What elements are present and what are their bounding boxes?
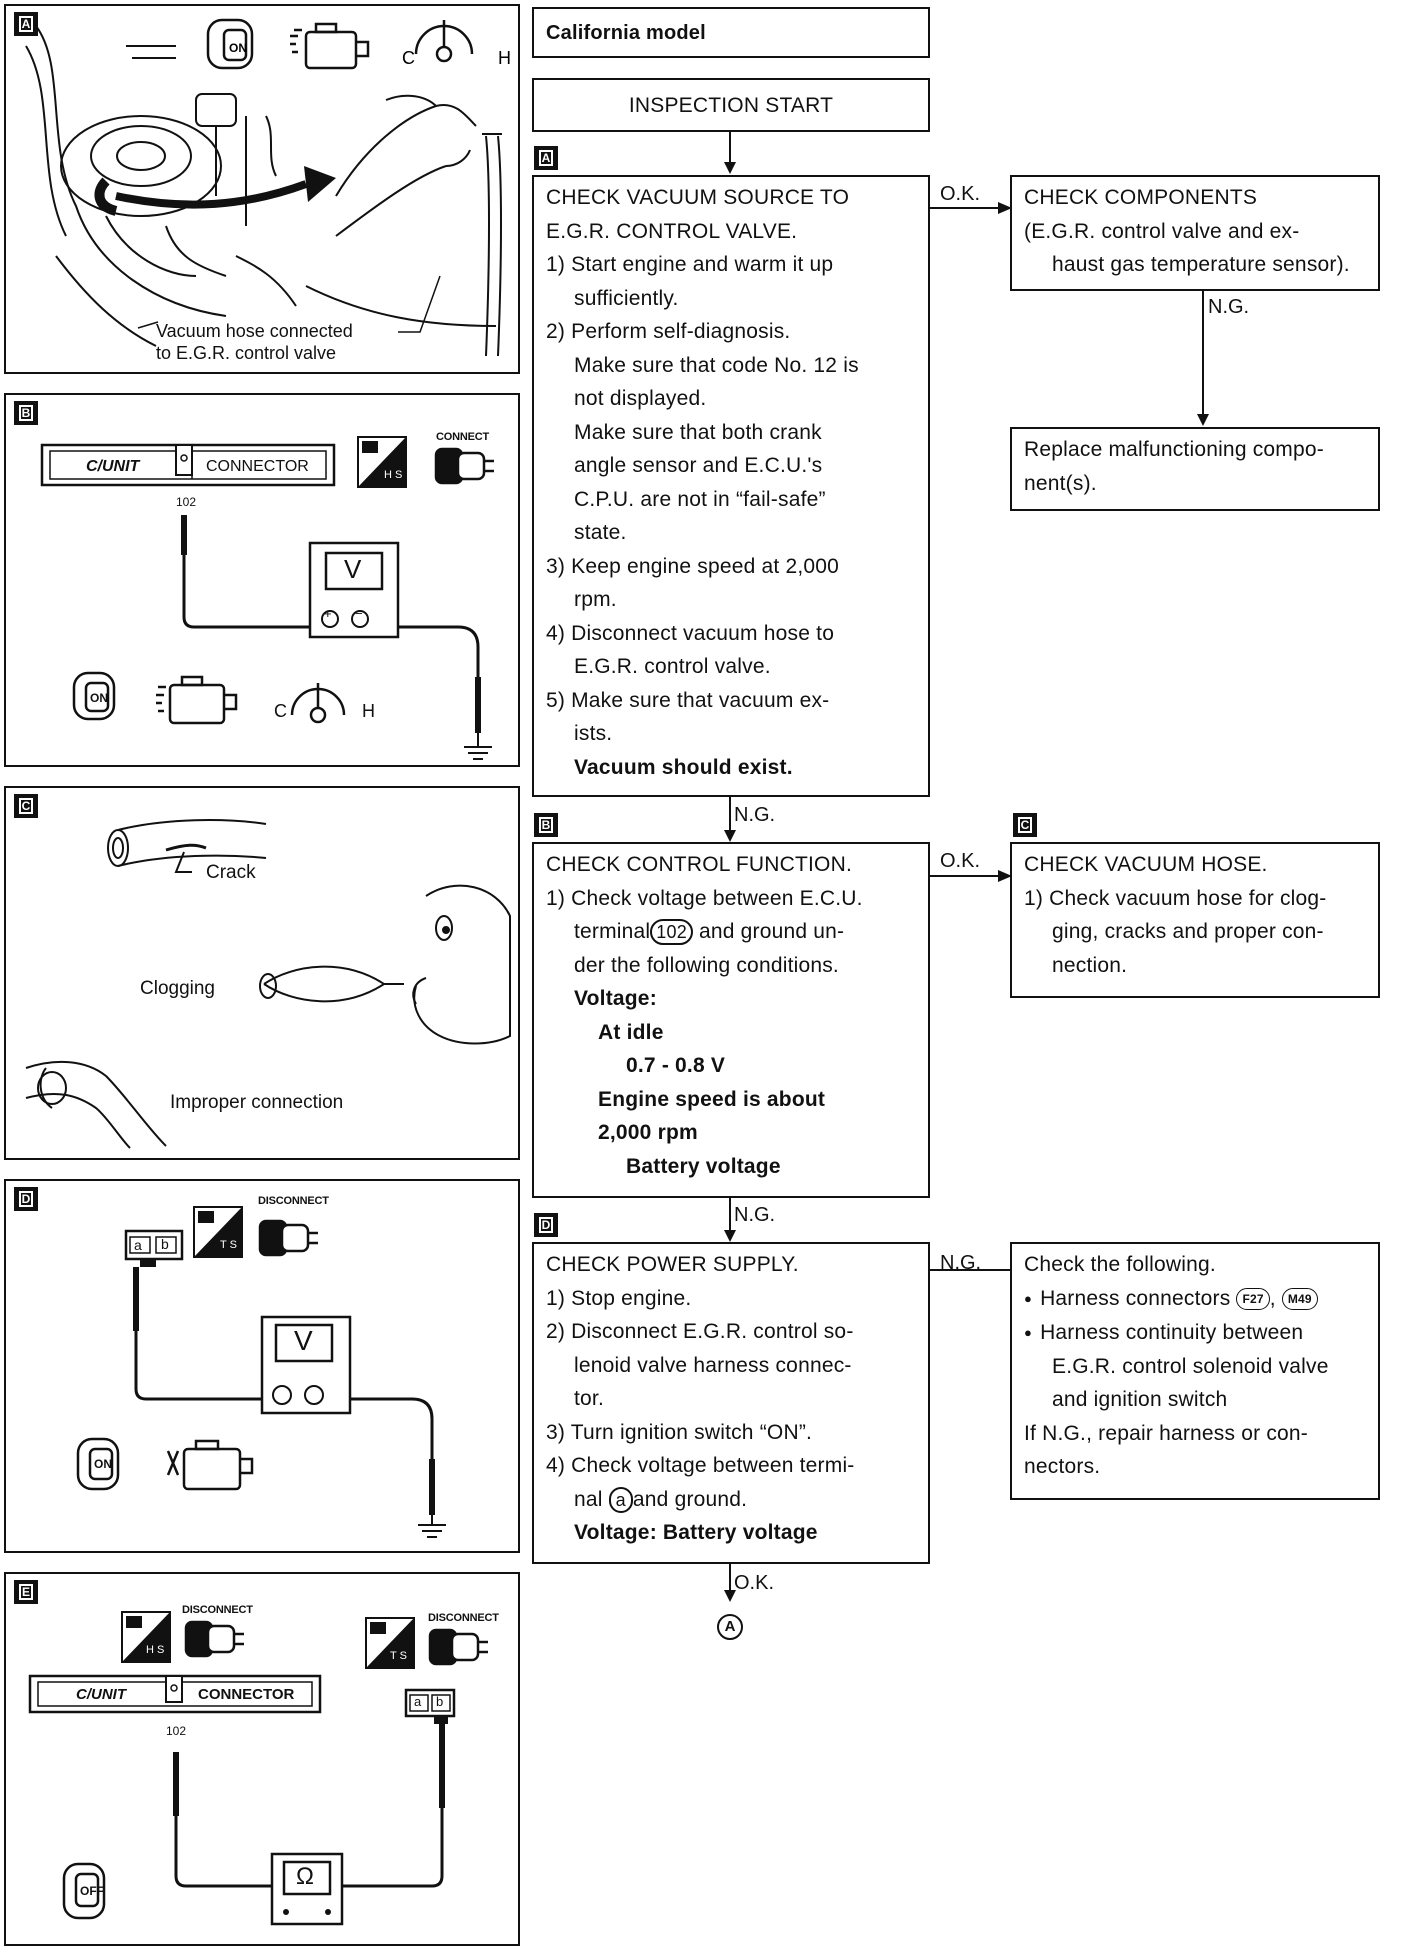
ok-label-b: O.K. — [940, 850, 981, 872]
meter-plus: + — [324, 606, 332, 621]
ng-label-a: N.G. — [734, 804, 776, 826]
figure-panel-b: B — [4, 393, 520, 767]
end-connector-a: A — [717, 1614, 743, 1640]
ecu-pin-label: 102 — [176, 495, 197, 509]
continuity-check-diagram — [28, 1611, 488, 1926]
svg-text:C: C — [402, 48, 415, 68]
figure-panel-d: D DISCONN — [4, 1179, 520, 1553]
ok-label-d: O.K. — [734, 1572, 775, 1594]
terminal-b-label: b — [161, 1236, 169, 1252]
figure-panel-c: C Crack Clogging Improper connection — [4, 786, 520, 1160]
connector-plug-icon — [434, 447, 494, 485]
ecu-unit-label: C/UNIT — [86, 458, 140, 475]
ecu-pin-label: 102 — [166, 1724, 187, 1738]
ts-label: T S — [220, 1239, 237, 1251]
step-tag-d: D — [534, 1213, 558, 1237]
model-header: California model — [532, 7, 930, 58]
ohmmeter-symbol: Ω — [296, 1863, 314, 1890]
svg-text:H: H — [498, 48, 511, 68]
gauge-h-label: H — [362, 701, 375, 721]
terminal-102-marker: 102 — [650, 919, 693, 945]
check-control-function-box: CHECK CONTROL FUNCTION. 1) Check voltage… — [532, 842, 930, 1198]
key-off-text: OFF — [80, 1884, 104, 1898]
check-vacuum-hose-box: CHECK VACUUM HOSE. 1) Check vacuum hose … — [1010, 842, 1380, 998]
figure-tag-b: B — [14, 401, 38, 425]
callout-vacuum-hose: Vacuum hose connected to E.G.R. control … — [156, 321, 353, 363]
figure-tag-d: D — [14, 1187, 38, 1211]
ecu-connector-label: CONNECTOR — [198, 1686, 295, 1703]
replace-component-box: Replace malfunctioning compo- nent(s). — [1010, 427, 1380, 511]
step-tag-b: B — [534, 813, 558, 837]
figure-tag-c: C — [14, 794, 38, 818]
voltmeter-symbol: V — [344, 554, 362, 584]
figure-tag-e: E — [14, 1580, 38, 1604]
terminal-b-label: b — [436, 1694, 444, 1709]
vacuum-hose-illustration: ON C H — [25, 18, 511, 357]
figure-panel-a: A ON C H — [4, 4, 520, 374]
ts-label: T S — [390, 1650, 407, 1662]
disconnect-label: DISCONNECT — [258, 1195, 329, 1207]
ng-label-d: N.G. — [940, 1252, 982, 1274]
clogging-label: Clogging — [140, 978, 215, 999]
ecu-unit-label: C/UNIT — [76, 1686, 126, 1703]
hs-label: H S — [384, 469, 403, 481]
ng-label-components: N.G. — [1208, 296, 1250, 318]
power-supply-check-diagram — [76, 1206, 446, 1538]
step-tag-a: A — [534, 146, 558, 170]
crack-label: Crack — [206, 862, 256, 883]
temperature-gauge-icon — [414, 20, 474, 63]
disconnect-label-ts: DISCONNECT — [428, 1612, 499, 1624]
meter-minus: − — [355, 606, 363, 621]
engine-running-icon — [290, 22, 370, 70]
voltmeter-symbol: V — [294, 1325, 313, 1356]
check-power-supply-box: CHECK POWER SUPPLY. 1) Stop engine. 2) D… — [532, 1242, 930, 1564]
hs-label: H S — [146, 1644, 165, 1656]
ecu-connector-label: CONNECTOR — [206, 458, 309, 475]
gauge-c-label: C — [274, 701, 287, 721]
terminal-a-marker: a — [608, 1486, 633, 1513]
vacuum-hose-defects-illustration — [25, 819, 511, 1149]
ignition-key-on-icon — [206, 18, 254, 70]
figure-panel-e: E — [4, 1572, 520, 1946]
connector-m49-marker: M49 — [1281, 1287, 1318, 1310]
ok-label-a: O.K. — [940, 183, 981, 205]
check-vacuum-source-box: CHECK VACUUM SOURCE TO E.G.R. CONTROL VA… — [532, 175, 930, 797]
improper-connection-label: Improper connection — [170, 1092, 344, 1113]
key-on-text: ON — [90, 691, 108, 705]
check-following-box: Check the following. Harness connectors … — [1010, 1242, 1380, 1500]
voltage-check-diagram — [40, 436, 494, 760]
key-on-text: ON — [94, 1457, 112, 1471]
key-on-text: ON — [229, 41, 247, 55]
ng-label-b: N.G. — [734, 1204, 776, 1226]
inspection-start-box: INSPECTION START — [532, 78, 930, 132]
terminal-a-label: a — [134, 1237, 142, 1253]
check-components-box: CHECK COMPONENTS (E.G.R. control valve a… — [1010, 175, 1380, 291]
terminal-a-label: a — [414, 1694, 422, 1709]
step-tag-c: C — [1013, 813, 1037, 837]
disconnect-label-hs: DISCONNECT — [182, 1604, 253, 1616]
connect-label: CONNECT — [436, 431, 489, 443]
connector-f27-marker: F27 — [1236, 1287, 1270, 1310]
figure-tag-a: A — [14, 12, 38, 36]
